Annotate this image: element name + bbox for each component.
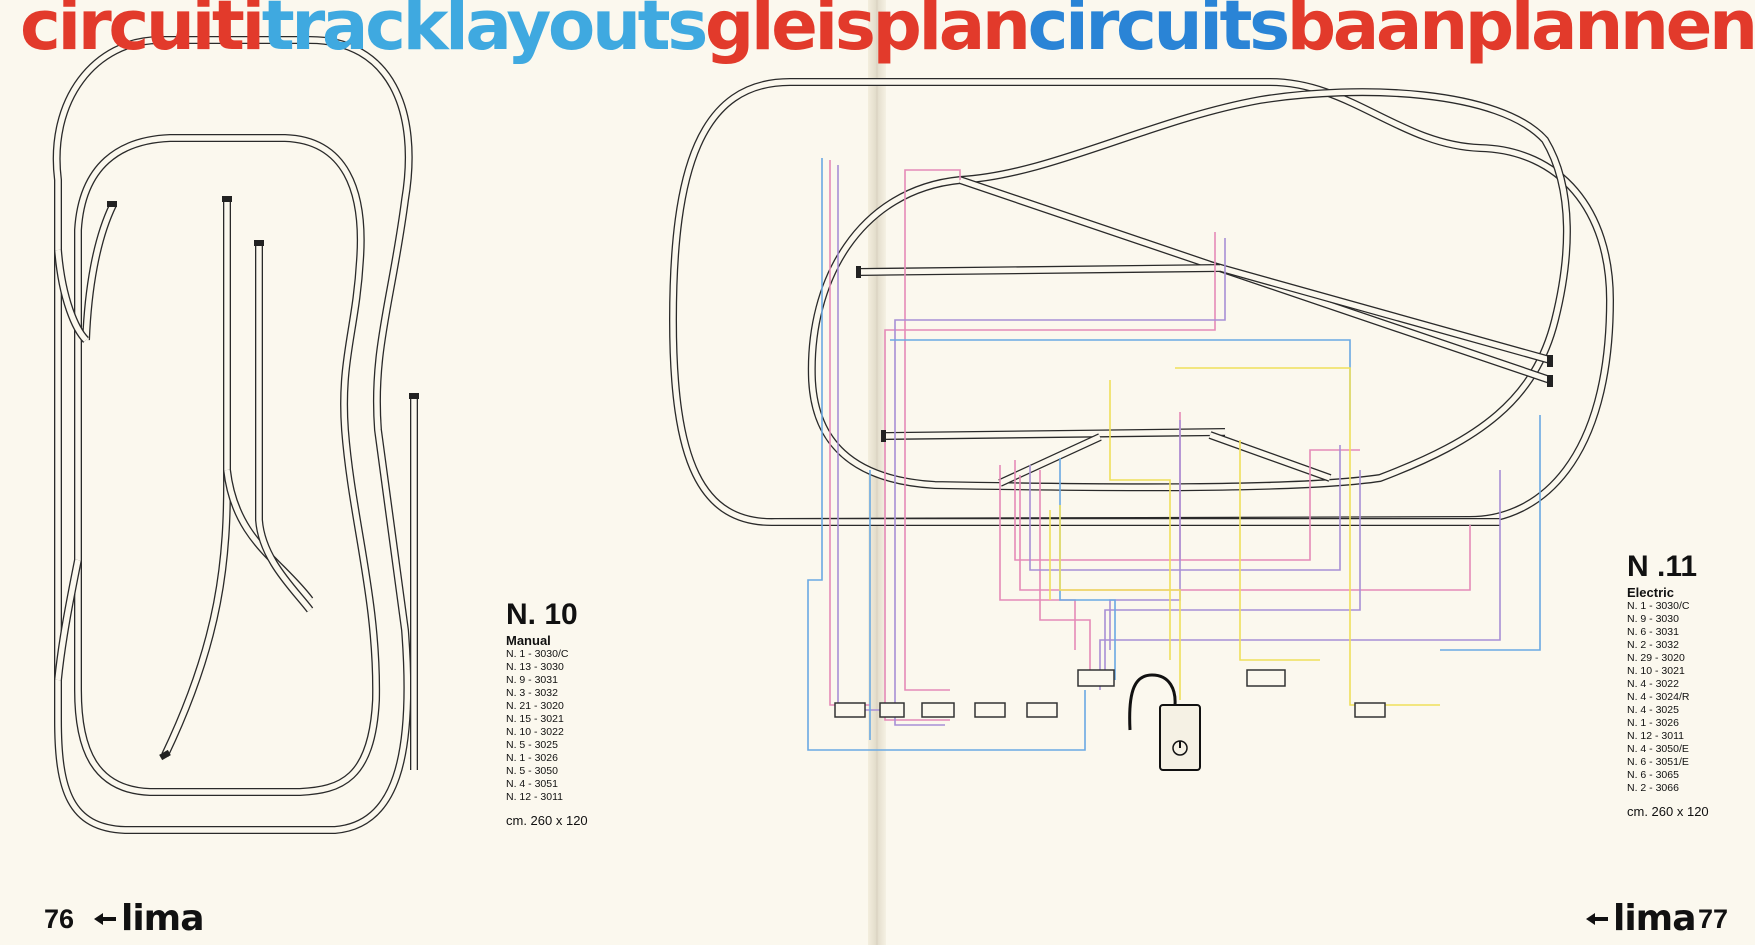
parts-list-item: N. 5 - 3025 (506, 739, 558, 751)
page-title: circuititracklayoutsgleisplancircuitsbaa… (20, 0, 1755, 61)
layout-n11-tracks (668, 78, 1615, 771)
outer-loop-track (52, 36, 413, 834)
parts-list-item: N. 4 - 3022 (1627, 678, 1679, 690)
brand-logo-left: lima (92, 898, 204, 939)
layout-number: N. 10 (506, 598, 578, 631)
title-word-baanplannen: baanplannen (1286, 0, 1755, 66)
parts-list-item: N. 4 - 3051 (506, 778, 558, 790)
parts-list-item: N. 12 - 3011 (1627, 730, 1685, 742)
parts-list-item: N. 9 - 3031 (506, 674, 558, 686)
parts-list-item: N. 1 - 3026 (1627, 717, 1679, 729)
parts-list-item: N. 4 - 3024/R (1627, 691, 1690, 703)
siding-tracks (54, 200, 418, 770)
switch-box-icon (834, 669, 1386, 718)
parts-list-item: N. 29 - 3020 (1627, 652, 1685, 664)
parts-list-item: N. 2 - 3032 (1627, 639, 1679, 651)
parts-list: N. 1 - 3030/C N. 13 - 3030 N. 9 - 3031 N… (506, 648, 588, 804)
layout-n11-legend: N .11 Electric N. 1 - 3030/C N. 9 - 3030… (1627, 550, 1709, 820)
wiring (807, 158, 1541, 751)
brand-name: lima (121, 898, 204, 939)
parts-list-item: N. 15 - 3021 (506, 713, 564, 725)
parts-list-item: N. 4 - 3025 (1627, 704, 1679, 716)
title-word-tracklayouts: tracklayouts (261, 0, 709, 66)
parts-list-item: N. 2 - 3066 (1627, 782, 1679, 794)
parts-list-item: N. 1 - 3030/C (1627, 600, 1690, 612)
parts-list-item: N. 10 - 3022 (506, 726, 564, 738)
buffer-stop-icon (107, 196, 419, 761)
title-word-gleis: gleis (704, 0, 876, 66)
transformer-icon (1128, 673, 1201, 771)
layout-size: cm. 260 x 120 (506, 813, 588, 828)
layout-mode: Electric (1627, 585, 1674, 600)
buffer-stop-icon (856, 266, 1553, 442)
parts-list-item: N. 1 - 3026 (506, 752, 558, 764)
title-word-circuiti: circuiti (20, 0, 265, 66)
title-word-plan: plan (872, 0, 1031, 66)
parts-list-item: N. 6 - 3051/E (1627, 756, 1689, 768)
brand-name: lima (1613, 898, 1696, 939)
parts-list-item: N. 3 - 3032 (506, 687, 558, 699)
layout-n10-tracks (52, 36, 419, 834)
page-number-right: 77 (1698, 904, 1729, 934)
parts-list-item: N. 9 - 3030 (1627, 613, 1679, 625)
layout-size: cm. 260 x 120 (1627, 804, 1709, 819)
lima-logo-icon (94, 913, 116, 925)
left-page (0, 0, 876, 945)
brand-logo-right: lima (1584, 898, 1696, 939)
page-number-left: 76 (44, 904, 75, 934)
parts-list-item: N. 10 - 3021 (1627, 665, 1685, 677)
parts-list-item: N. 6 - 3031 (1627, 626, 1679, 638)
title-word-circuits: circuits (1027, 0, 1291, 66)
parts-list-item: N. 1 - 3030/C (506, 648, 569, 660)
parts-list-item: N. 21 - 3020 (506, 700, 564, 712)
parts-list-item: N. 5 - 3050 (506, 765, 558, 777)
layout-mode: Manual (506, 633, 551, 648)
lima-logo-icon (1586, 913, 1608, 925)
parts-list-item: N. 4 - 3050/E (1627, 743, 1689, 755)
layout-number: N .11 (1627, 550, 1698, 583)
layout-n10-legend: N. 10 Manual N. 1 - 3030/C N. 13 - 3030 … (506, 598, 588, 829)
parts-list-item: N. 6 - 3065 (1627, 769, 1679, 781)
parts-list-item: N. 12 - 3011 (506, 791, 564, 803)
inner-loop-track (74, 134, 381, 796)
parts-list-item: N. 13 - 3030 (506, 661, 564, 673)
parts-list: N. 1 - 3030/C N. 9 - 3030 N. 6 - 3031 N.… (1627, 600, 1709, 795)
